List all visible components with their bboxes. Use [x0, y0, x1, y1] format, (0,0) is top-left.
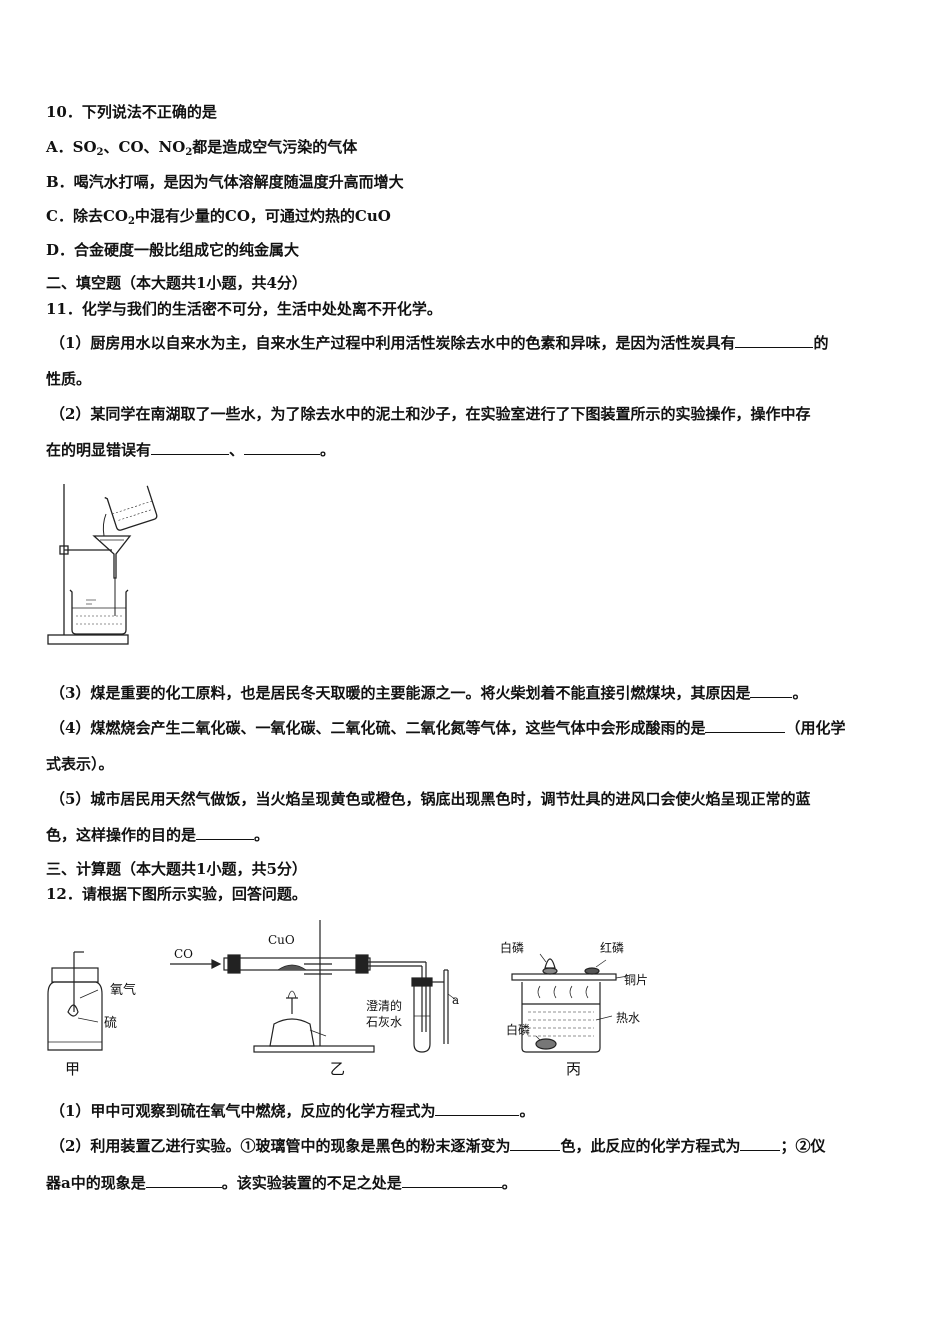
q10-option-c: C．除去CO2中混有少量的CO，可通过灼热的CuO: [46, 207, 391, 227]
label-a: a: [452, 993, 459, 1007]
answer-blank: [151, 440, 230, 455]
q10-option-b: B．喝汽水打嗝，是因为气体溶解度随温度升高而增大: [46, 173, 404, 191]
q12-part2: （2）利用装置乙进行实验。①玻璃管中的现象是黑色的粉末逐渐变为色，此反应的化学方…: [50, 1136, 826, 1155]
answer-blank: [401, 1173, 502, 1188]
section-3-heading: 三、计算题（本大题共1小题，共5分）: [46, 860, 307, 878]
answer-blank: [145, 1173, 222, 1188]
q11-part5: （5）城市居民用天然气做饭，当火焰呈现黄色或橙色，锅底出现黑色时，调节灶具的进风…: [50, 790, 811, 808]
q11-part2-cont: 在的明显错误有、。: [46, 440, 336, 459]
answer-blank: [705, 718, 786, 733]
q11-part3: （3）煤是重要的化工原料，也是居民冬天取暖的主要能源之一。将火柴划着不能直接引燃…: [50, 683, 808, 702]
label-yi: 乙: [330, 1060, 345, 1078]
q11-part5-cont: 色，这样操作的目的是。: [46, 825, 270, 844]
q11-part1-cont: 性质。: [46, 370, 92, 388]
label-copper-sheet: 铜片: [624, 972, 648, 987]
label-cuo: CuO: [268, 933, 295, 947]
answer-blank: [196, 825, 255, 840]
q10-option-d: D．合金硬度一般比组成它的纯金属大: [46, 241, 300, 259]
answer-blank: [510, 1136, 561, 1151]
q11-part2: （2）某同学在南湖取了一些水，为了除去水中的泥土和沙子，在实验室进行了下图装置所…: [50, 405, 811, 423]
label-white-phosphorus-top: 白磷: [500, 940, 524, 955]
q10-option-a: A．SO2、CO、NO2都是造成空气污染的气体: [46, 138, 358, 158]
experiment-figures: 氧气 硫 甲 CO CuO 澄清的 石灰水 a 乙 白磷 红磷 铜片 热水 白磷…: [40, 912, 670, 1084]
q11-part1: （1）厨房用水以自来水为主，自来水生产过程中利用活性炭除去水中的色素和异味，是因…: [50, 333, 829, 352]
section-2-heading: 二、填空题（本大题共1小题，共4分）: [46, 274, 307, 292]
label-sulfur: 硫: [104, 1016, 117, 1031]
q11-part4-cont: 式表示）。: [46, 755, 114, 773]
q12-part1: （1）甲中可观察到硫在氧气中燃烧，反应的化学方程式为。: [50, 1101, 535, 1120]
q12-stem: 12．请根据下图所示实验，回答问题。: [46, 885, 307, 903]
label-white-phosphorus-bottom: 白磷: [506, 1022, 530, 1037]
q12-part2-cont: 器a中的现象是。该实验装置的不足之处是。: [46, 1173, 517, 1192]
answer-blank: [435, 1101, 520, 1116]
q10-stem: 10．下列说法不正确的是: [46, 103, 217, 121]
label-bing: 丙: [566, 1060, 581, 1078]
q11-part4: （4）煤燃烧会产生二氧化碳、一氧化碳、二氧化硫、二氧化氮等气体，这些气体中会形成…: [50, 718, 846, 737]
label-co: CO: [174, 947, 193, 961]
label-oxygen: 氧气: [110, 982, 136, 998]
answer-blank: [735, 333, 814, 348]
label-hot-water: 热水: [616, 1011, 640, 1025]
answer-blank: [750, 683, 793, 698]
answer-blank: [740, 1136, 781, 1151]
label-jia: 甲: [65, 1060, 80, 1078]
label-red-phosphorus: 红磷: [600, 940, 624, 955]
q11-stem: 11．化学与我们的生活密不可分，生活中处处离不开化学。: [46, 300, 442, 318]
answer-blank: [244, 440, 321, 455]
filtration-apparatus-figure: [44, 478, 164, 654]
label-limewater-2: 石灰水: [366, 1015, 402, 1029]
label-limewater-1: 澄清的: [366, 998, 402, 1013]
